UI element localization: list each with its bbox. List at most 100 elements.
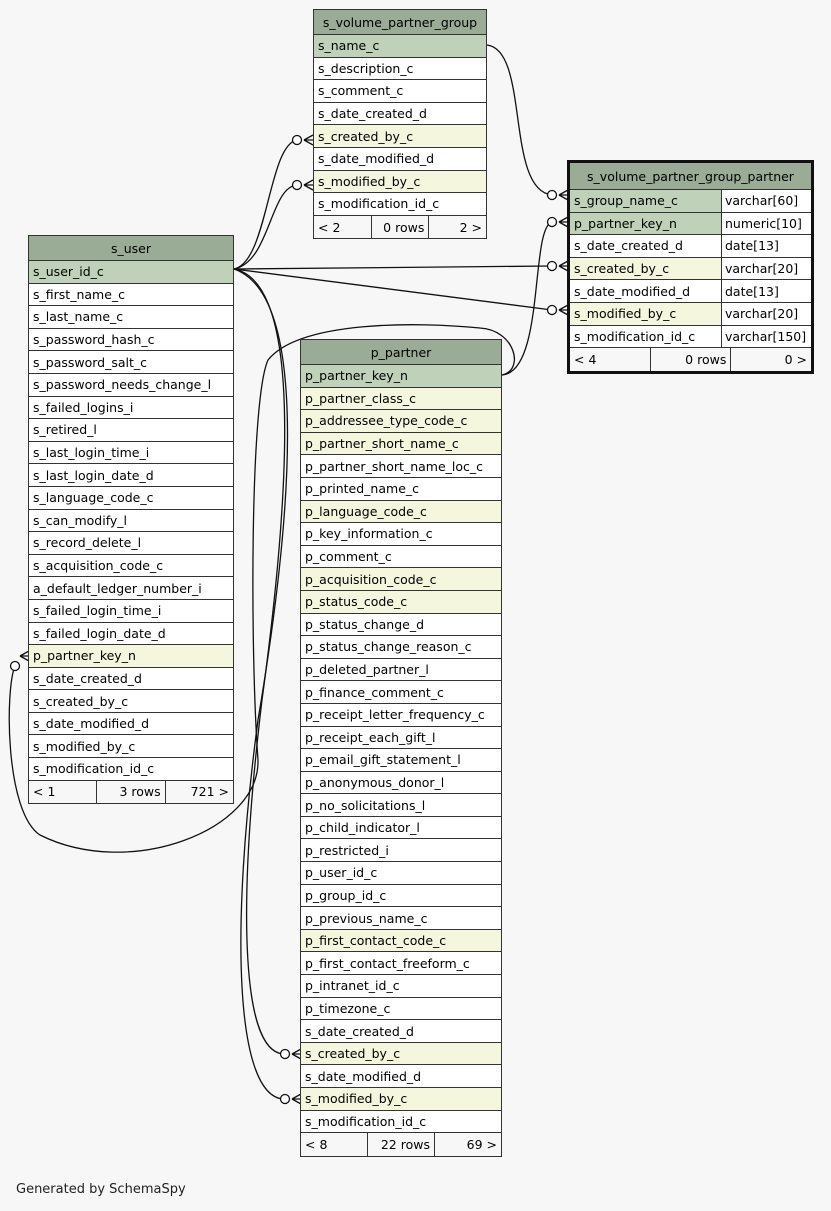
- parents-count[interactable]: < 8: [305, 1136, 328, 1152]
- column-name: s_can_modify_l: [33, 512, 128, 528]
- column-row-s-first-name-c[interactable]: s_first_name_c: [29, 283, 233, 307]
- column-row-s-created-by-c[interactable]: s_created_by_c: [314, 125, 486, 148]
- column-row-s-failed-logins-i[interactable]: s_failed_logins_i: [29, 396, 233, 420]
- column-row-p-partner-short-name-c[interactable]: p_partner_short_name_c: [301, 432, 501, 456]
- column-row-p-acquisition-code-c[interactable]: p_acquisition_code_c: [301, 568, 501, 591]
- column-row-s-comment-c[interactable]: s_comment_c: [314, 80, 486, 103]
- column-row-s-user-id-c[interactable]: s_user_id_c: [29, 261, 233, 284]
- children-count[interactable]: 69 >: [434, 1133, 501, 1156]
- column-row-p-anonymous-donor-l[interactable]: p_anonymous_donor_l: [301, 771, 501, 795]
- column-row-s-date-created-d[interactable]: s_date_created_d: [29, 667, 233, 691]
- column-row-p-intranet-id-c[interactable]: p_intranet_id_c: [301, 975, 501, 998]
- row-count[interactable]: 22 rows: [367, 1133, 434, 1156]
- children-count[interactable]: 721 >: [164, 780, 233, 804]
- column-row-p-previous-name-c[interactable]: p_previous_name_c: [301, 907, 501, 930]
- column-row-s-language-code-c[interactable]: s_language_code_c: [29, 486, 233, 510]
- children-count[interactable]: 2 >: [428, 215, 486, 239]
- column-row-s-date-modified-d[interactable]: s_date_modified_d: [29, 712, 233, 736]
- column-row-p-status-change-d[interactable]: p_status_change_d: [301, 613, 501, 637]
- column-row-p-timezone-c[interactable]: p_timezone_c: [301, 997, 501, 1021]
- table-title[interactable]: s_volume_partner_group_partner: [570, 163, 811, 190]
- column-row-p-first-contact-freeform-c[interactable]: p_first_contact_freeform_c: [301, 952, 501, 976]
- parents-count[interactable]: < 2: [318, 219, 341, 235]
- column-row-s-date-created-d[interactable]: s_date_created_d: [301, 1020, 501, 1043]
- column-row-p-addressee-type-code-c[interactable]: p_addressee_type_code_c: [301, 410, 501, 433]
- column-row-s-can-modify-l[interactable]: s_can_modify_l: [29, 509, 233, 533]
- column-row-p-receipt-letter-frequency-c[interactable]: p_receipt_letter_frequency_c: [301, 703, 501, 727]
- column-row-s-retired-l[interactable]: s_retired_l: [29, 419, 233, 442]
- column-row-p-finance-comment-c[interactable]: p_finance_comment_c: [301, 681, 501, 704]
- column-row-p-partner-class-c[interactable]: p_partner_class_c: [301, 387, 501, 411]
- column-row-p-restricted-i[interactable]: p_restricted_i: [301, 839, 501, 863]
- column-row-s-record-delete-l[interactable]: s_record_delete_l: [29, 532, 233, 555]
- column-row-p-deleted-partner-l[interactable]: p_deleted_partner_l: [301, 658, 501, 682]
- column-row-p-email-gift-statement-l[interactable]: p_email_gift_statement_l: [301, 749, 501, 772]
- column-row-s-password-needs-change-l[interactable]: s_password_needs_change_l: [29, 373, 233, 397]
- column-row-s-acquisition-code-c[interactable]: s_acquisition_code_c: [29, 554, 233, 578]
- column-row-s-last-login-time-i[interactable]: s_last_login_time_i: [29, 441, 233, 465]
- column-row-s-modified-by-c[interactable]: s_modified_by_c: [314, 170, 486, 194]
- column-row-p-key-information-c[interactable]: p_key_information_c: [301, 523, 501, 546]
- row-count[interactable]: 3 rows: [96, 780, 164, 804]
- column-row-s-description-c[interactable]: s_description_c: [314, 57, 486, 81]
- column-row-p-partner-key-n[interactable]: p_partner_key_n: [29, 645, 233, 668]
- column-row-s-last-name-c[interactable]: s_last_name_c: [29, 306, 233, 329]
- column-row-s-modification-id-c[interactable]: s_modification_id_c: [29, 758, 233, 781]
- column-row-s-password-salt-c[interactable]: s_password_salt_c: [29, 351, 233, 374]
- children-count[interactable]: 0 >: [730, 348, 811, 371]
- column-row-p-partner-key-n[interactable]: p_partner_key_n: [301, 365, 501, 388]
- column-row-p-first-contact-code-c[interactable]: p_first_contact_code_c: [301, 929, 501, 953]
- column-name: p_partner_short_name_loc_c: [305, 458, 484, 474]
- column-row-p-comment-c[interactable]: p_comment_c: [301, 545, 501, 569]
- column-type: varchar[150]: [721, 325, 811, 348]
- column-row-s-modification-id-c[interactable]: s_modification_id_c: [301, 1110, 501, 1134]
- column-row-s-created-by-c[interactable]: s_created_by_c: [29, 690, 233, 713]
- column-name: s_created_by_c: [318, 128, 414, 144]
- column-row-p-status-change-reason-c[interactable]: p_status_change_reason_c: [301, 636, 501, 659]
- table-title[interactable]: s_user: [29, 236, 233, 261]
- column-row-s-modification-id-c[interactable]: s_modification_id_c: [314, 193, 486, 216]
- column-type: varchar[20]: [721, 257, 811, 280]
- column-name: p_first_contact_code_c: [305, 933, 447, 949]
- column-row-s-date-modified-d[interactable]: s_date_modified_d: [301, 1065, 501, 1088]
- column-row-s-failed-login-date-d[interactable]: s_failed_login_date_d: [29, 622, 233, 646]
- column-row-s-name-c[interactable]: s_name_c: [314, 35, 486, 58]
- column-row-s-modified-by-c[interactable]: s_modified_by_c: [301, 1088, 501, 1111]
- column-type: varchar[20]: [721, 302, 811, 325]
- column-row-p-receipt-each-gift-l[interactable]: p_receipt_each_gift_l: [301, 726, 501, 750]
- column-row-p-group-id-c[interactable]: p_group_id_c: [301, 884, 501, 908]
- parents-count[interactable]: < 4: [574, 351, 597, 367]
- table-title[interactable]: p_partner: [301, 340, 501, 365]
- parents-count[interactable]: < 1: [33, 784, 56, 800]
- column-row-p-partner-short-name-loc-c[interactable]: p_partner_short_name_loc_c: [301, 455, 501, 478]
- column-row-s-date-created-d[interactable]: s_date_created_d: [314, 102, 486, 126]
- column-row-s-password-hash-c[interactable]: s_password_hash_c: [29, 328, 233, 352]
- row-count[interactable]: 0 rows: [649, 348, 731, 371]
- column-row-s-created-by-c[interactable]: s_created_by_c: [301, 1042, 501, 1066]
- table-title[interactable]: s_volume_partner_group: [314, 10, 486, 35]
- column-row-a-default-ledger-number-i[interactable]: a_default_ledger_number_i: [29, 577, 233, 600]
- column-row-p-language-code-c[interactable]: p_language_code_c: [301, 500, 501, 524]
- column-row-s-date-modified-d[interactable]: s_date_modified_d: [314, 147, 486, 171]
- column-row-s-last-login-date-d[interactable]: s_last_login_date_d: [29, 464, 233, 487]
- column-row-p-user-id-c[interactable]: p_user_id_c: [301, 862, 501, 885]
- column-row-s-modified-by-c[interactable]: s_modified_by_c: [29, 735, 233, 759]
- column-row-p-child-indicator-l[interactable]: p_child_indicator_l: [301, 816, 501, 840]
- column-row-p-printed-name-c[interactable]: p_printed_name_c: [301, 477, 501, 501]
- column-row-p-no-solicitations-l[interactable]: p_no_solicitations_l: [301, 794, 501, 817]
- row-count[interactable]: 0 rows: [370, 215, 429, 239]
- column-name: p_acquisition_code_c: [305, 571, 437, 587]
- column-row-p-status-code-c[interactable]: p_status_code_c: [301, 590, 501, 614]
- column-row-s-failed-login-time-i[interactable]: s_failed_login_time_i: [29, 599, 233, 623]
